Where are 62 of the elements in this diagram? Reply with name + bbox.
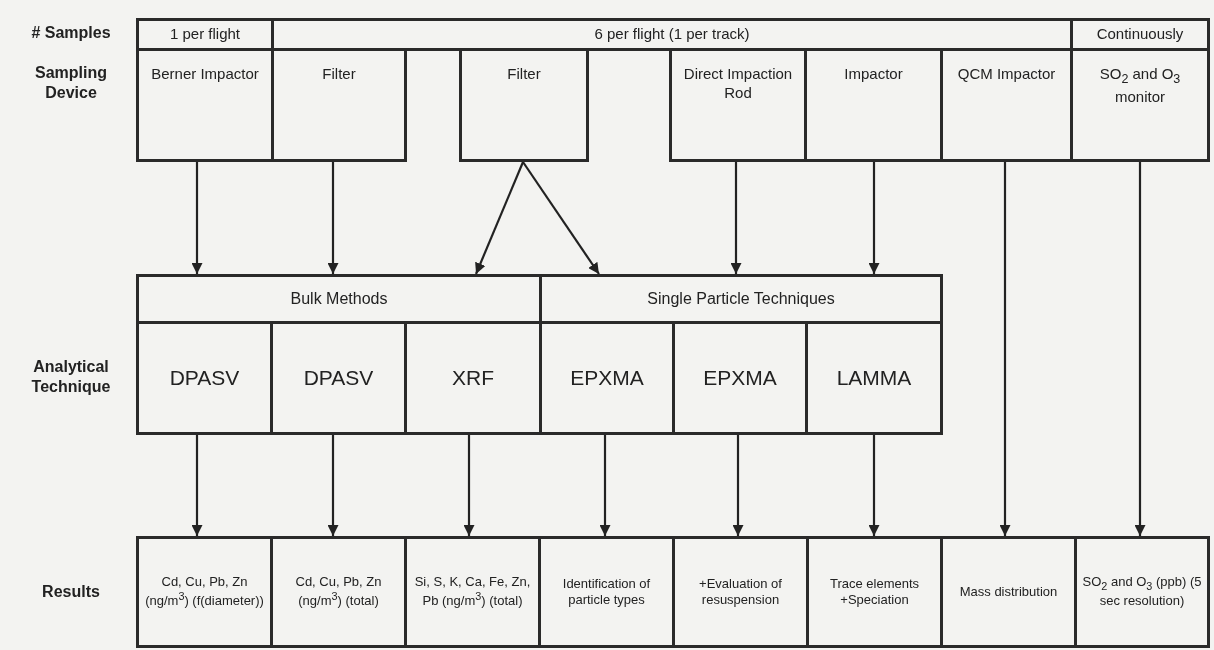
result-box [940,536,1077,648]
row-label: Analytical Technique [30,357,112,397]
box-text: Filter [322,65,356,84]
device-box [271,48,407,162]
arrow [868,435,880,536]
row-label: Sampling Device [34,63,108,103]
arrow [599,435,611,536]
box-text: Mass distribution [959,583,1058,601]
header-box [539,274,943,324]
tech-box [805,321,943,435]
box-text: Impactor [844,65,903,84]
box-text: 1 per flight [169,25,240,44]
result-box [1074,536,1210,648]
arrow [1134,162,1146,536]
box-text: Direct Impaction Rod [682,65,794,103]
arrow [522,161,600,275]
box-text: Trace elements +Speciation [828,575,921,609]
box-text: DPASV [169,364,240,391]
arrow [868,162,880,274]
result-box [136,536,273,648]
result-box [672,536,809,648]
arrow [191,435,203,536]
arrow [475,161,524,275]
result-box [404,536,541,648]
device-box [1070,48,1210,162]
arrow [732,435,744,536]
box-text: SO$_{2}$ and O$_{3}$ (ppb) (5 sec resolution) [1081,574,1203,610]
result-box [806,536,943,648]
result-box [270,536,407,648]
arrow [463,435,475,536]
box-text: XRF [452,364,494,391]
box-text: EPXMA [570,364,644,391]
box-text: QCM Impactor [957,65,1056,84]
box-text: Cd, Cu, Pb, Zn (ng/m$^{3}$) (total) [294,574,383,610]
arrow [730,162,742,274]
box-text: Continuously [1096,25,1184,44]
box-text: Bulk Methods [290,289,388,309]
row-label: Results [41,582,101,602]
arrow [327,162,339,274]
box-text: LAMMA [836,364,912,391]
box-text: Identification of particle types [561,575,652,609]
box-text: Si, S, K, Ca, Fe, Zn, Pb (ng/m$^{3}$) (total) [413,574,532,610]
box-text: Filter [507,65,541,84]
arrow [327,435,339,536]
header-box [136,274,542,324]
box-text: +Evaluation of resuspension [698,575,783,609]
row-label: # Samples [30,23,112,43]
box-text: Berner Impactor [151,65,259,84]
arrow [999,162,1011,536]
device-box [669,48,807,162]
box-text: SO$_{2}$ and O$_{3}$ monitor [1098,65,1182,107]
box-text: Cd, Cu, Pb, Zn (ng/m$^{3}$) (f(diameter)) [144,574,265,610]
device-box [459,48,589,162]
sample-box [271,18,1073,51]
arrow [191,162,203,274]
tech-box [136,321,273,435]
box-text: EPXMA [703,364,777,391]
result-box [538,536,675,648]
box-text: Single Particle Techniques [647,289,835,309]
box-text: 6 per flight (1 per track) [594,25,750,44]
device-box [136,48,274,162]
box-text: DPASV [303,364,374,391]
